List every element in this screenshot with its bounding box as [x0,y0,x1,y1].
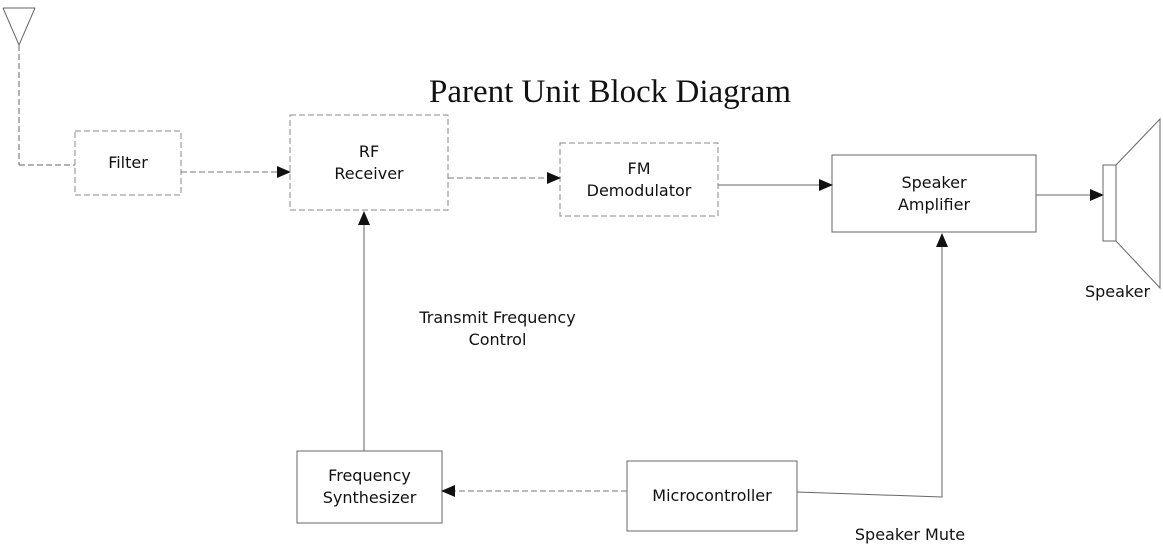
speaker-label: Speaker [1084,282,1151,301]
microcontroller-label: Microcontroller [652,486,772,505]
antenna-icon [2,7,75,166]
micro-to-amplifier-mute-arrow [796,233,948,498]
transmit-frequency-control-label: Transmit Frequency Control [419,308,576,349]
frequency-synthesizer-label: Frequency Synthesizer [322,466,417,507]
diagram-title: Parent Unit Block Diagram [428,74,791,110]
fm-demodulator-label: FM Demodulator [586,158,692,200]
filter-block [74,130,182,196]
speaker-mute-label: Speaker Mute [854,525,966,544]
microcontroller-block [626,460,798,532]
speaker-amplifier-block [831,154,1037,233]
filter-label: Filter [108,153,148,172]
rf-receiver-label: RF Receiver [334,141,404,183]
speaker-amplifier-label: Speaker Amplifier [897,172,971,214]
speaker-icon [1102,117,1161,290]
